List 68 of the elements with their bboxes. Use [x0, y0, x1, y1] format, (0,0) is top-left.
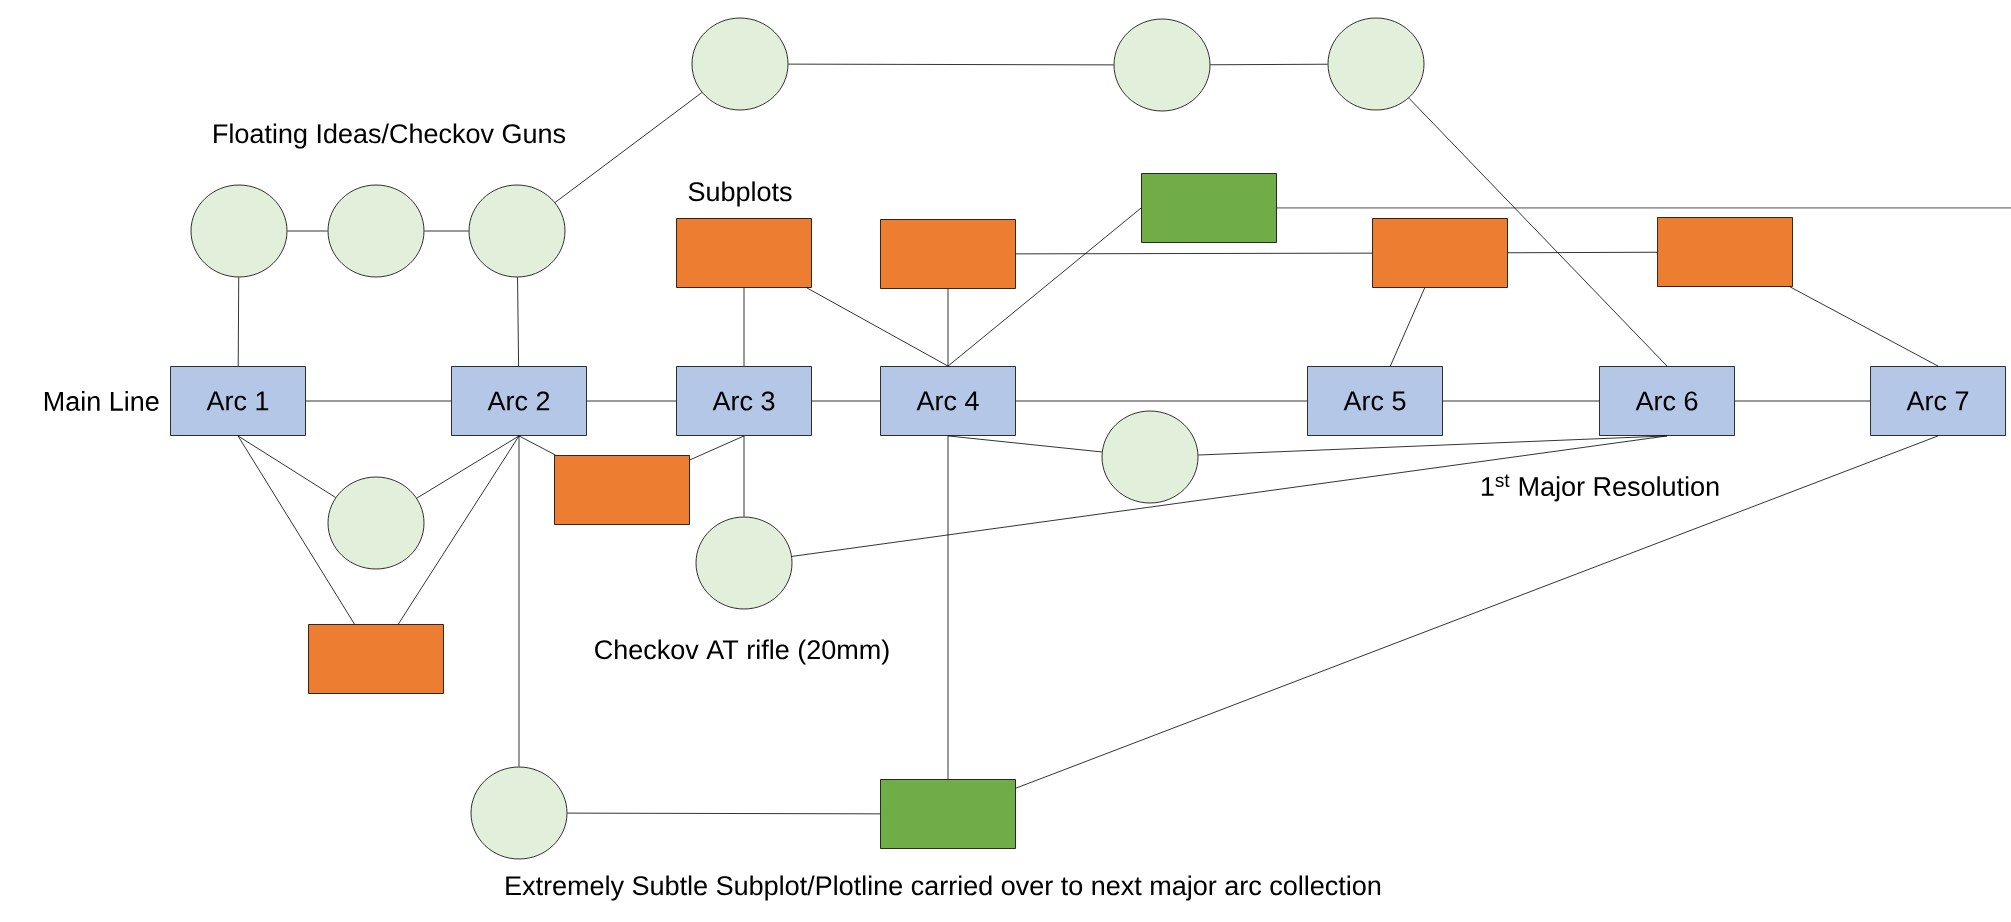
connector-line: [518, 435, 556, 456]
arc-box: Arc 6: [1599, 366, 1735, 436]
connector-line: [947, 435, 949, 780]
connector-line: [586, 400, 677, 402]
circle: [1113, 18, 1211, 112]
connector-line: [237, 277, 240, 367]
box: [308, 624, 444, 694]
connector-line: [517, 277, 519, 367]
connector-line: [1015, 400, 1308, 402]
arc-box: Arc 7: [1870, 366, 2006, 436]
connector-line: [1734, 400, 1871, 402]
connector-line: [743, 435, 745, 517]
text-label: Subplots: [688, 181, 792, 207]
arc-box: Arc 5: [1307, 366, 1443, 436]
connector-line: [689, 435, 745, 461]
connector-line: [554, 92, 703, 203]
connector-line: [237, 435, 355, 625]
connector-line: [287, 230, 328, 232]
box: [1141, 173, 1277, 243]
connector-line: [811, 400, 881, 402]
circle: [327, 476, 425, 570]
circle: [327, 184, 425, 278]
text-label: Floating Ideas/Checkov Guns: [214, 123, 566, 149]
circle: [1327, 17, 1425, 111]
connector-line: [1408, 97, 1668, 367]
connector-line: [1015, 252, 1373, 255]
arc-box: Arc 3: [676, 366, 812, 436]
circle: [691, 17, 789, 111]
connector-line: [947, 207, 1142, 367]
connector-line: [1789, 286, 1939, 367]
circle: [470, 766, 568, 860]
circle: [468, 184, 566, 278]
beside-label: 1$^{st}$ Major Resolution: [1481, 474, 1719, 502]
circle: [190, 184, 288, 278]
circle: [695, 516, 793, 610]
box: [1657, 217, 1793, 287]
connector-line: [1442, 400, 1600, 402]
connector-line: [518, 435, 520, 767]
connector-line: [791, 435, 1668, 557]
connector-line: [416, 435, 520, 499]
connector-line: [1210, 63, 1328, 66]
box: [880, 779, 1016, 849]
circle: [1101, 410, 1199, 504]
arc-box: Arc 2: [451, 366, 587, 436]
connector-line: [1389, 287, 1426, 367]
beside-label: Main Line: [44, 391, 159, 411]
connector-line: [806, 287, 949, 367]
connector-line: [788, 63, 1114, 66]
connector-line: [1276, 207, 2011, 209]
connector-line: [424, 230, 469, 232]
connector-line: [1507, 251, 1658, 254]
connector-line: [397, 435, 520, 625]
box: [554, 455, 690, 525]
arc-box: Arc 1: [170, 366, 306, 436]
connector-line: [237, 435, 336, 498]
box: [880, 219, 1016, 289]
box: [1372, 218, 1508, 288]
connector-line: [947, 435, 1103, 453]
text-label: Extremely Subtle Subplot/Plotline carried over to next major arc collection: [506, 875, 1381, 901]
connector-line: [947, 288, 949, 367]
text-label: Checkov AT rifle (20mm): [595, 639, 889, 665]
connector-line: [743, 287, 745, 367]
connector-line: [1197, 435, 1668, 456]
connector-line: [567, 812, 881, 815]
connector-line: [1015, 435, 1939, 789]
arc-box: Arc 4: [880, 366, 1016, 436]
connector-line: [305, 400, 452, 402]
box: [676, 218, 812, 288]
